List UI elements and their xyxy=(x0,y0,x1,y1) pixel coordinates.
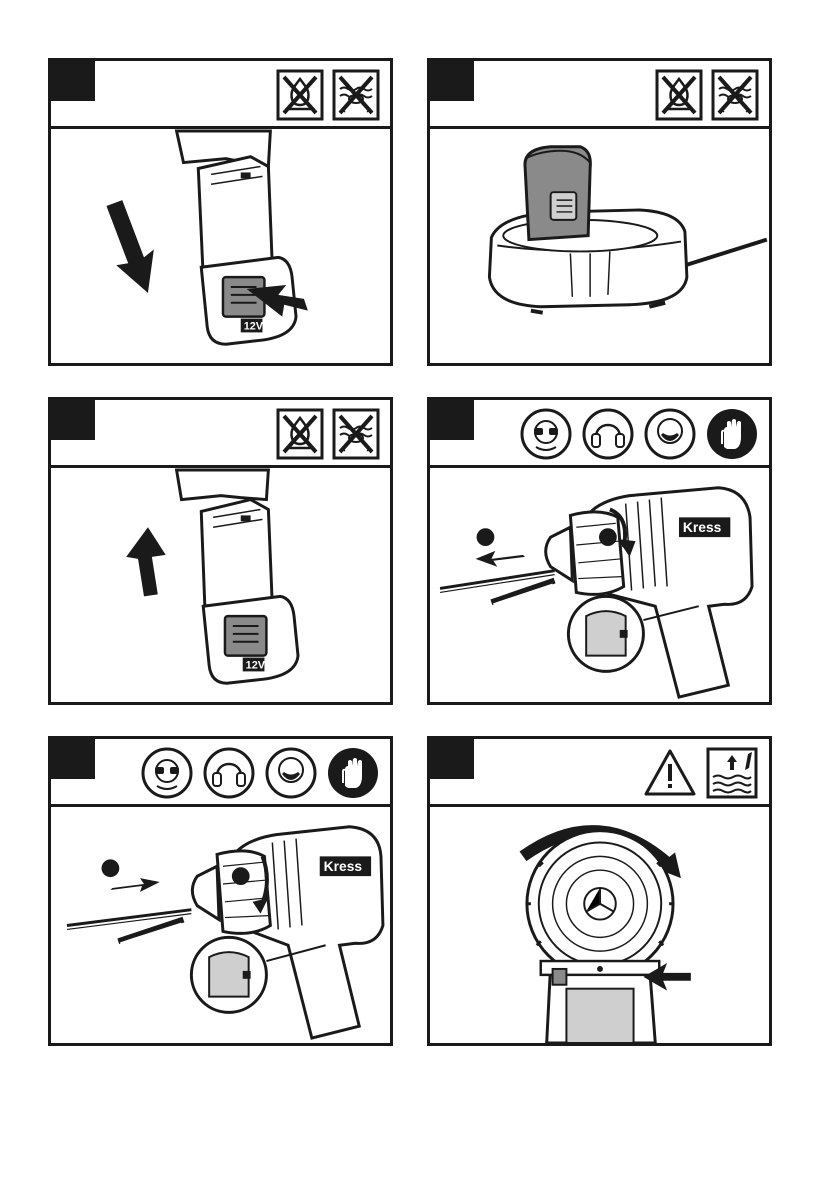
illustration-bit-remove: Kress xyxy=(51,807,390,1043)
gloves-icon xyxy=(705,407,759,461)
eye-protection-icon xyxy=(140,746,194,800)
lock-icon xyxy=(243,971,251,979)
step-number-marker xyxy=(430,739,474,779)
step-number-marker xyxy=(430,61,474,101)
gloves-icon xyxy=(326,746,380,800)
manual-icon xyxy=(705,746,759,800)
warning-icon xyxy=(643,746,697,800)
battery-remove-drawing: 12V xyxy=(51,468,390,702)
icon-row xyxy=(140,745,380,801)
step-number-marker xyxy=(51,739,95,779)
icon-row xyxy=(276,67,380,123)
panel-header xyxy=(51,61,390,129)
no-water-icon xyxy=(332,408,380,460)
lock-icon xyxy=(620,630,628,638)
dust-mask-icon xyxy=(264,746,318,800)
illustration-bit-insert: Kress xyxy=(430,468,769,702)
step-marker-a xyxy=(477,528,495,546)
no-water-icon xyxy=(332,69,380,121)
icon-row xyxy=(276,406,380,462)
drill-bit-remove-drawing: Kress xyxy=(51,807,390,1043)
dust-mask-icon xyxy=(643,407,697,461)
brand-logo: Kress xyxy=(324,858,363,874)
no-fire-icon xyxy=(276,69,324,121)
step-marker-b xyxy=(599,528,617,546)
battery-insert-drawing: 12V xyxy=(51,129,390,363)
no-water-icon xyxy=(711,69,759,121)
illustration-battery-charging xyxy=(430,129,769,363)
icon-row xyxy=(643,745,759,801)
panel-header xyxy=(51,400,390,468)
step-marker-a xyxy=(102,859,120,877)
illustration-direction-switch xyxy=(430,807,769,1043)
panel-header xyxy=(430,739,769,807)
battery-voltage-label: 12V xyxy=(244,320,264,332)
step-marker-b xyxy=(232,867,250,885)
panel-battery-insert: 12V xyxy=(48,58,393,366)
icon-row xyxy=(655,67,759,123)
drill-front-view-drawing xyxy=(430,807,769,1043)
no-fire-icon xyxy=(276,408,324,460)
panel-header xyxy=(430,400,769,468)
panel-battery-charging xyxy=(427,58,772,366)
drill-bit-insert-drawing: Kress xyxy=(430,468,769,702)
panel-bit-insert: Kress xyxy=(427,397,772,705)
panel-battery-remove: 12V xyxy=(48,397,393,705)
arrow-up-icon xyxy=(126,527,165,596)
arrow-down-icon xyxy=(106,200,153,293)
battery-voltage-label: 12V xyxy=(246,659,266,671)
panel-direction-switch xyxy=(427,736,772,1046)
panel-header xyxy=(51,739,390,807)
ear-protection-icon xyxy=(581,407,635,461)
no-fire-icon xyxy=(655,69,703,121)
step-number-marker xyxy=(430,400,474,440)
step-number-marker xyxy=(51,400,95,440)
panel-bit-remove: Kress xyxy=(48,736,393,1046)
illustration-battery-remove: 12V xyxy=(51,468,390,702)
direction-switch-button xyxy=(553,969,567,985)
ear-protection-icon xyxy=(202,746,256,800)
battery-charger-drawing xyxy=(430,129,769,363)
brand-logo: Kress xyxy=(683,519,722,535)
panel-header xyxy=(430,61,769,129)
illustration-battery-insert: 12V xyxy=(51,129,390,363)
icon-row xyxy=(519,406,759,462)
eye-protection-icon xyxy=(519,407,573,461)
step-number-marker xyxy=(51,61,95,101)
